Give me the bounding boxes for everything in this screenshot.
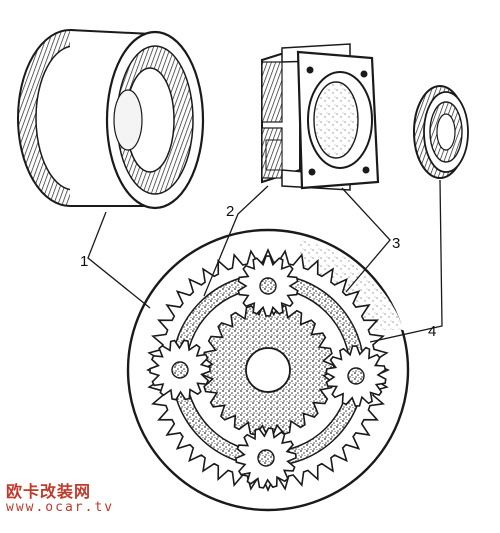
watermark-url: www.ocar.tv [6,500,115,515]
callout-2: 2 [226,203,234,220]
planet-gear [149,339,211,401]
ring-gear-drum [17,29,205,210]
callout-3: 3 [392,235,400,252]
sun-gear-part [413,85,469,179]
assembled-gearset [126,228,410,512]
callout-1: 1 [80,253,88,270]
planet-gear [325,345,387,407]
watermark-logo: 欧卡改装网 [6,482,92,501]
callout-4: 4 [428,323,436,340]
planet-carrier-assembly [261,43,380,191]
planet-gear [237,255,299,317]
planet-gears [149,255,387,489]
planet-gear [235,427,297,489]
leader-lines [87,179,443,343]
